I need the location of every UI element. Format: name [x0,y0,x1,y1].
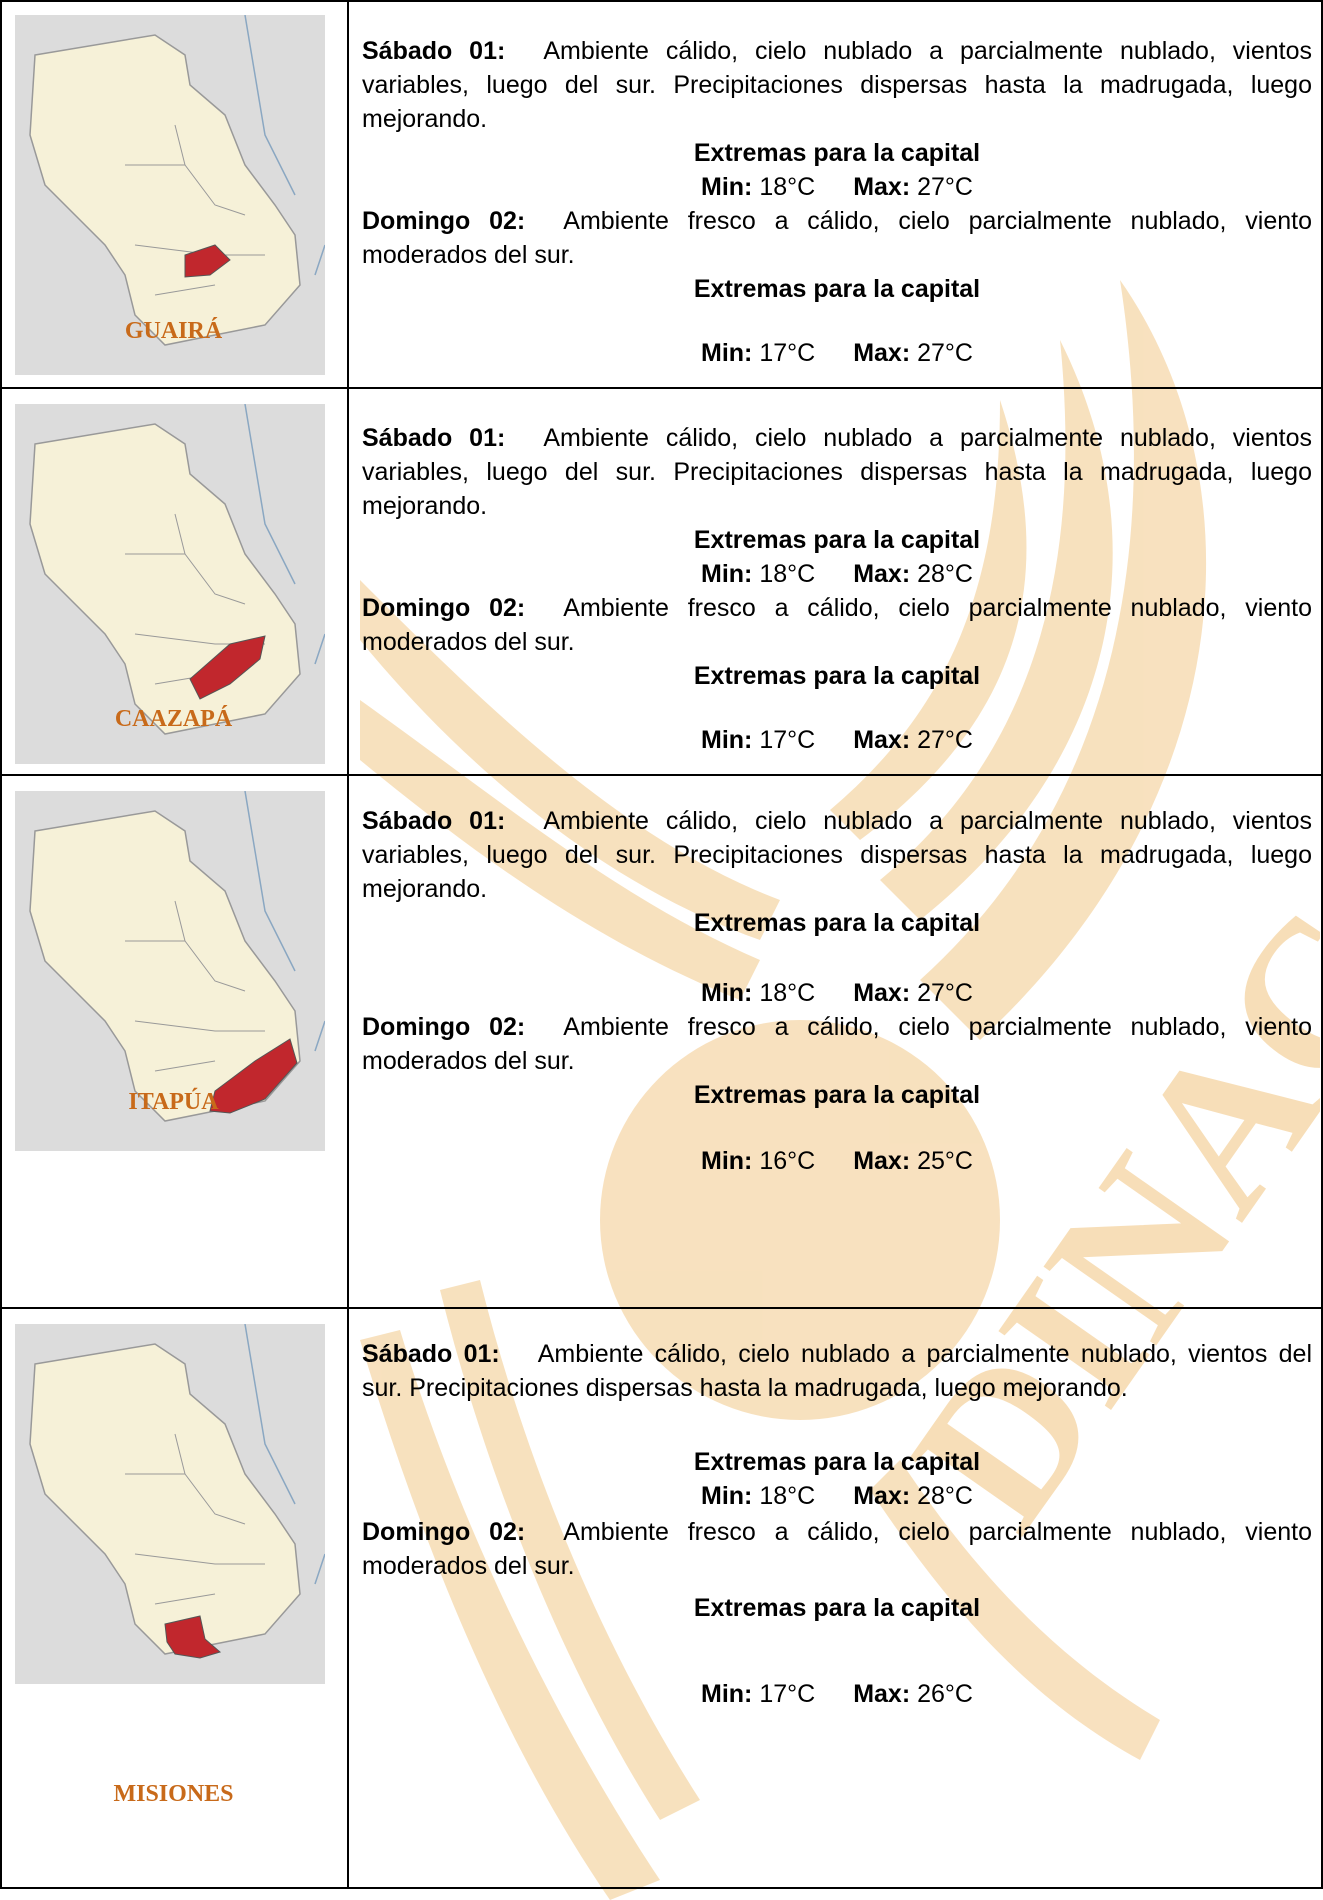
sunday-label: Domingo 02: [362,207,526,235]
saturday-forecast: Sábado 01:Ambiente cálido, cielo nublado… [362,804,1312,906]
sunday-forecast: Domingo 02:Ambiente fresco a cálido, cie… [362,1010,1312,1078]
extremes-heading: Extremas para la capital [693,526,981,554]
sunday-forecast: Domingo 02:Ambiente fresco a cálido, cie… [362,591,1312,659]
extremes-heading: Extremas para la capital [693,275,981,303]
forecast-text: Sábado 01:Ambiente cálido, cielo nublado… [362,0,1314,387]
saturday-label: Sábado 01: [362,1340,500,1368]
table-row: CAAZAPÁ Sábado 01:Ambiente cálido, cielo… [0,389,1323,776]
saturday-label: Sábado 01: [362,37,506,65]
map-cell: ITAPÚA [0,776,347,1307]
table-row: ITAPÚA Sábado 01:Ambiente cálido, cielo … [0,776,1323,1309]
saturday-forecast: Sábado 01:Ambiente cálido, cielo nublado… [362,1337,1312,1405]
column-divider [347,0,349,1889]
saturday-text: Ambiente cálido, cielo nublado a parcial… [362,37,1313,133]
saturday-forecast: Sábado 01:Ambiente cálido, cielo nublado… [362,421,1312,523]
sunday-forecast: Domingo 02:Ambiente fresco a cálido, cie… [362,204,1312,272]
extremes-heading: Extremas para la capital [693,139,981,167]
map-cell: CAAZAPÁ [0,389,347,774]
saturday-label: Sábado 01: [362,807,506,835]
sunday-label: Domingo 02: [362,1518,526,1546]
map-cell: MISIONES [0,1309,347,1887]
sunday-label: Domingo 02: [362,1013,526,1041]
extremes-heading: Extremas para la capital [693,662,981,690]
forecast-text: Sábado 01:Ambiente cálido, cielo nublado… [362,776,1314,1307]
department-name: GUAIRÁ [124,318,223,344]
table-row: MISIONES Sábado 01:Ambiente cálido, ciel… [0,1309,1323,1889]
paraguay-map-caazapa [15,404,325,764]
sunday-text: Ambiente fresco a cálido, cielo parcialm… [362,207,1312,269]
forecast-text: Sábado 01:Ambiente cálido, cielo nublado… [362,1309,1314,1887]
paraguay-map-itapua [15,791,325,1151]
saturday-forecast: Sábado 01:Ambiente cálido, cielo nublado… [362,34,1312,136]
extremes-heading: Extremas para la capital [693,1081,981,1109]
department-name: CAAZAPÁ [114,706,233,732]
saturday-label: Sábado 01: [362,424,506,452]
department-name: ITAPÚA [128,1089,219,1115]
extremes-heading: Extremas para la capital [693,1594,981,1622]
saturday-text: Ambiente cálido, cielo nublado a parcial… [362,1340,1313,1402]
department-name: MISIONES [113,1781,234,1807]
sunday-label: Domingo 02: [362,594,526,622]
forecast-text: Sábado 01:Ambiente cálido, cielo nublado… [362,389,1314,774]
map-cell: GUAIRÁ [0,0,347,387]
paraguay-map-guaira [15,15,325,375]
extremes-heading: Extremas para la capital [693,1448,981,1476]
table-row: GUAIRÁ Sábado 01:Ambiente cálido, cielo … [0,0,1323,389]
paraguay-map-misiones [15,1324,325,1684]
sunday-forecast: Domingo 02:Ambiente fresco a cálido, cie… [362,1515,1312,1583]
extremes-heading: Extremas para la capital [693,909,981,937]
